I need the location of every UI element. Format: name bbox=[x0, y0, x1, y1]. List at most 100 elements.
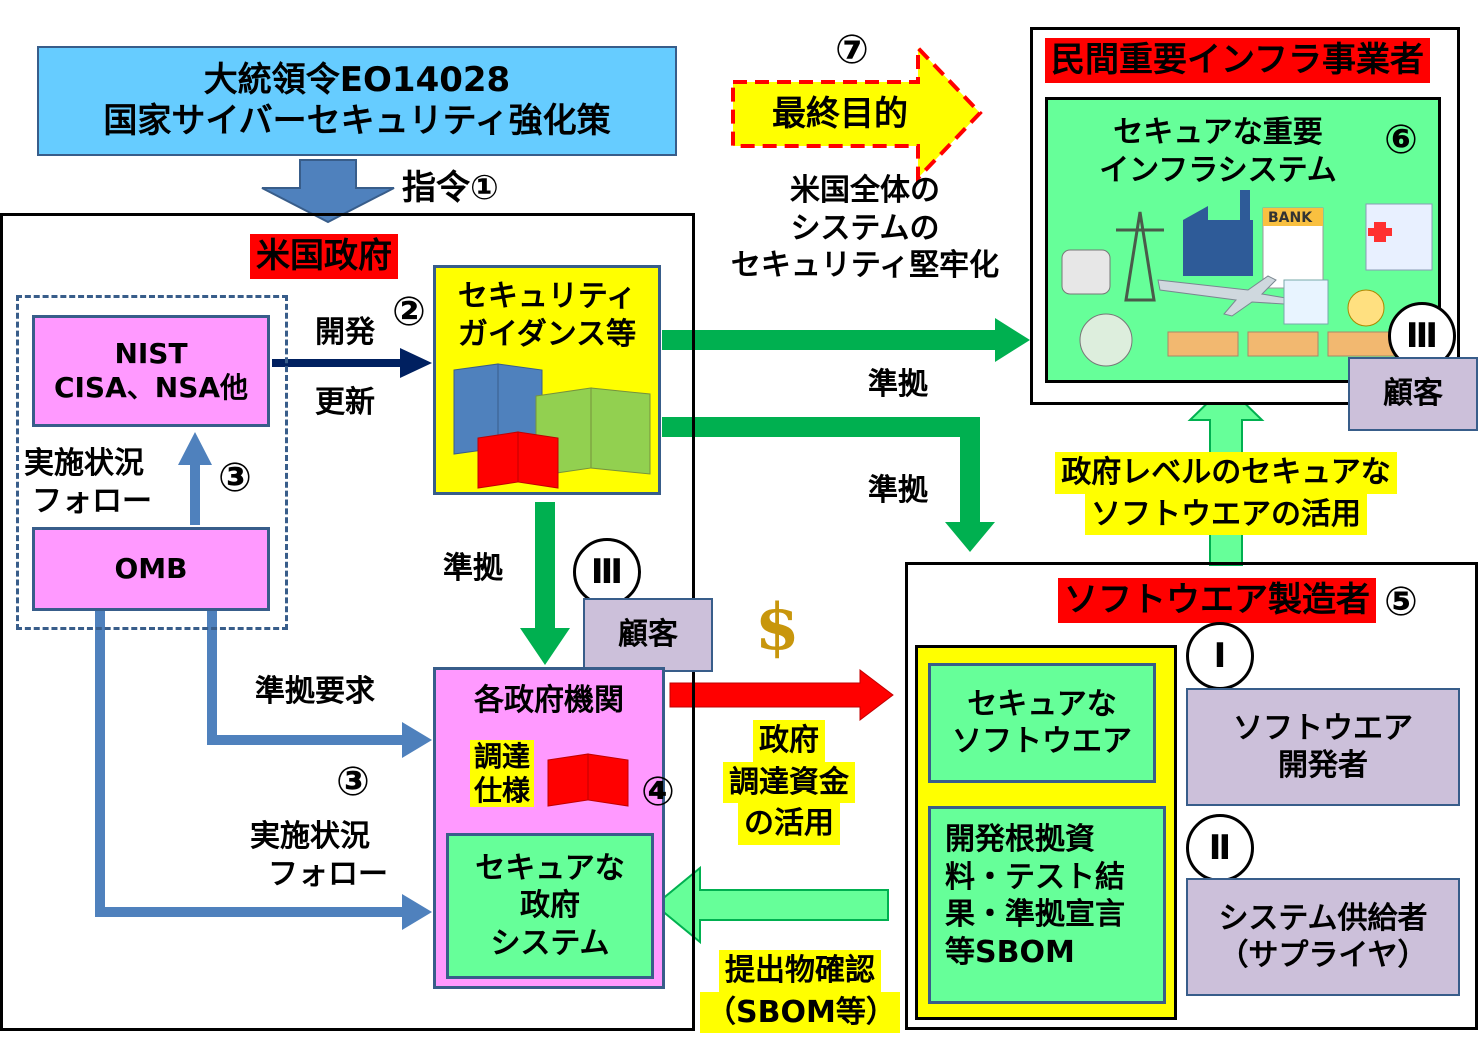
supplier-box: システム供給者 （サプライヤ） bbox=[1186, 878, 1460, 996]
secure-software-box: セキュアな ソフトウエア bbox=[928, 663, 1156, 783]
funds-line3: の活用 bbox=[738, 803, 840, 845]
books-illustration bbox=[453, 363, 651, 489]
infra-system-box: セキュアな重要 インフラシステム ⑥ BANK bbox=[1045, 97, 1456, 383]
comply-request-label: 準拠要求 bbox=[255, 674, 375, 709]
goal-number: ⑦ bbox=[835, 27, 869, 73]
followup-bottom-number: ③ bbox=[336, 759, 370, 805]
red-book-icon bbox=[547, 753, 629, 807]
gov-level-label: 政府レベルのセキュアな ソフトウエアの活用 bbox=[1030, 452, 1422, 535]
goal-arrow bbox=[731, 43, 983, 183]
nist-box: NIST CISA、NSA他 bbox=[32, 315, 270, 427]
developer-line2: 開発者 bbox=[1278, 748, 1368, 783]
submission-line2: （SBOM等） bbox=[700, 991, 900, 1033]
dollar-sign: $ bbox=[755, 590, 800, 665]
omb-followup-arrow bbox=[95, 610, 410, 917]
followup-top-number: ③ bbox=[218, 455, 252, 501]
comply-label-infra: 準拠 bbox=[868, 367, 928, 402]
funds-arrow bbox=[669, 668, 894, 722]
directive-arrow bbox=[261, 159, 395, 224]
factory-icon bbox=[1183, 220, 1253, 276]
omb-label: OMB bbox=[114, 552, 188, 586]
executive-order-box: 大統領令EO14028 国家サイバーセキュリティ強化策 bbox=[37, 46, 677, 156]
secure-gov-line1: セキュアな bbox=[475, 850, 625, 886]
eo-subtitle: 国家サイバーセキュリティ強化策 bbox=[103, 101, 611, 141]
submission-label: 提出物確認 （SBOM等） bbox=[700, 950, 900, 1033]
funds-line1: 政府 bbox=[753, 720, 825, 762]
agencies-box: 各政府機関 調達 仕様 ④ セキュアな 政府 システム bbox=[433, 667, 675, 989]
evidence-line2: 料・テスト結 bbox=[945, 859, 1125, 895]
infra-system-title: セキュアな重要 インフラシステム bbox=[1048, 114, 1388, 189]
secure-gov-system-box: セキュアな 政府 システム bbox=[446, 833, 654, 979]
network-icon bbox=[1347, 289, 1385, 327]
goal-label: 最終目的 bbox=[772, 94, 908, 134]
gov-level-line1: 政府レベルのセキュアな bbox=[1055, 452, 1397, 494]
customer-infra-box: 顧客 bbox=[1348, 357, 1478, 431]
roman-i: Ⅰ bbox=[1186, 622, 1254, 690]
power-tower-icon bbox=[1124, 211, 1156, 302]
nist-label: NIST bbox=[114, 337, 188, 371]
whole-us-line2: システムの bbox=[790, 210, 940, 246]
followup-top-line1: 実施状況 bbox=[24, 446, 144, 481]
cisa-nsa-label: CISA、NSA他 bbox=[53, 371, 249, 404]
evidence-line1: 開発根拠資 bbox=[945, 822, 1095, 857]
omb-box: OMB bbox=[32, 527, 270, 611]
followup-bottom-line1: 実施状況 bbox=[250, 819, 370, 854]
roman-ii: Ⅱ bbox=[1186, 814, 1254, 882]
maker-title: ソフトウエア製造者 bbox=[1058, 578, 1376, 623]
funds-label: 政府 調達資金 の活用 bbox=[714, 720, 864, 845]
dev-number: ② bbox=[392, 289, 426, 335]
submission-arrow bbox=[653, 865, 889, 945]
gov-level-line2: ソフトウエアの活用 bbox=[1085, 493, 1367, 535]
evidence-line3: 果・準拠宣言 bbox=[945, 897, 1125, 932]
bank-label: BANK bbox=[1268, 210, 1313, 226]
evidence-line4: 等SBOM bbox=[945, 934, 1075, 970]
whole-us-line1: 米国全体の bbox=[790, 173, 940, 208]
update-label: 更新 bbox=[315, 385, 375, 420]
followup-bottom-line2: フォロー bbox=[268, 856, 388, 892]
agencies-number: ④ bbox=[641, 769, 675, 815]
secure-sw-line1: セキュアな bbox=[967, 686, 1117, 722]
guidance-line1: セキュリティ bbox=[457, 279, 637, 314]
infra-title: 民間重要インフラ事業者 bbox=[1045, 38, 1430, 83]
freight-train-icon bbox=[1167, 331, 1399, 357]
whole-us-line3: セキュリティ堅牢化 bbox=[730, 248, 1000, 283]
secure-sw-line2: ソフトウエア bbox=[952, 724, 1132, 759]
funds-line2: 調達資金 bbox=[723, 761, 855, 803]
train-icon bbox=[1061, 249, 1111, 295]
customer-center-label: 顧客 bbox=[618, 617, 678, 653]
supplier-line1: システム供給者 bbox=[1218, 900, 1428, 936]
secure-gov-line2: 政府 bbox=[520, 888, 580, 924]
comply-label-down: 準拠 bbox=[443, 551, 503, 586]
guidance-title: セキュリティ ガイダンス等 bbox=[436, 278, 658, 353]
infra-sys-line2: インフラシステム bbox=[1099, 152, 1337, 188]
whole-us-text: 米国全体の システムの セキュリティ堅牢化 bbox=[710, 172, 1020, 285]
infra-number: ⑥ bbox=[1384, 117, 1418, 163]
procurement-line2: 仕様 bbox=[474, 773, 531, 807]
submission-line1: 提出物確認 bbox=[719, 950, 881, 992]
dev-label: 開発 bbox=[315, 315, 375, 350]
water-icon bbox=[1283, 279, 1329, 325]
followup-top-line2: フォロー bbox=[32, 483, 152, 519]
eo-title: 大統領令EO14028 bbox=[203, 60, 511, 101]
procurement-line1: 調達 bbox=[474, 740, 531, 773]
omb-comply-arrow bbox=[207, 610, 410, 745]
directive-label: 指令① bbox=[402, 168, 499, 208]
agency-group-dashed bbox=[16, 295, 288, 630]
comply-label-maker: 準拠 bbox=[868, 473, 928, 508]
airplane-icon bbox=[1157, 275, 1287, 317]
secure-gov-line3: システム bbox=[490, 925, 610, 961]
customer-center-box: 顧客 bbox=[583, 598, 713, 672]
us-government-title: 米国政府 bbox=[250, 234, 398, 279]
maker-frame bbox=[905, 562, 1478, 1030]
evidence-box: 開発根拠資 料・テスト結 果・準拠宣言 等SBOM bbox=[928, 806, 1166, 1004]
customer-infra-label: 顧客 bbox=[1383, 376, 1443, 412]
procurement-spec: 調達 仕様 bbox=[470, 740, 535, 808]
followup-bottom-label: 実施状況 フォロー bbox=[250, 818, 388, 893]
developer-line1: ソフトウエア bbox=[1233, 710, 1413, 746]
infra-illustration: BANK bbox=[1061, 190, 1433, 367]
supplier-line2: （サプライヤ） bbox=[1218, 938, 1428, 973]
followup-top-label: 実施状況 フォロー bbox=[24, 445, 152, 520]
agencies-title: 各政府機関 bbox=[474, 683, 624, 718]
maker-number: ⑤ bbox=[1384, 579, 1418, 625]
gas-tank-icon bbox=[1079, 313, 1133, 367]
